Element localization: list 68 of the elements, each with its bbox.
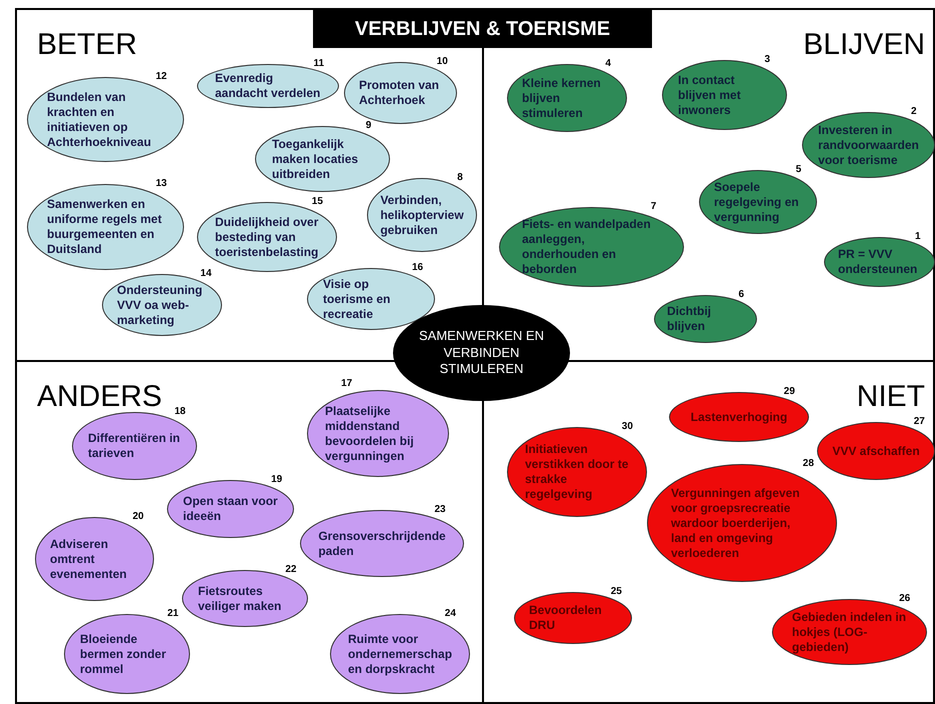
idea-text: Open staan voor ideeën	[183, 494, 278, 524]
number-label: 3	[764, 54, 770, 65]
number-label: 8	[457, 172, 463, 183]
number-label: 2	[911, 106, 917, 117]
number-label: 1	[915, 231, 921, 242]
number-label: 24	[444, 608, 456, 619]
number-label: 9	[366, 120, 372, 131]
number-label: 21	[167, 608, 178, 619]
idea-text: Soepele regelgeving en vergunning	[714, 180, 800, 224]
number-label: 17	[341, 378, 352, 389]
idea-text: Kleine kernen blijven stimuleren	[522, 76, 602, 120]
idea-text: Ruimte voor ondernemerschap en dorpskracht	[348, 632, 452, 676]
number-label: 4	[605, 58, 611, 69]
idea-text: Verbinden, helikopterview gebruiken	[380, 192, 464, 238]
number-label: 25	[610, 586, 622, 597]
number-label: 28	[802, 458, 814, 469]
number-label: 6	[738, 289, 744, 300]
number-label: 18	[174, 406, 186, 417]
idea-text: Evenredig aandacht verdelen	[215, 71, 321, 101]
center-text: SAMENWERKEN EN VERBINDEN	[418, 328, 545, 362]
number-label: 29	[784, 386, 795, 397]
idea-text: Bundelen van krachten en initiatieven op Achterhoekniveau	[47, 90, 152, 150]
idea-text: Ondersteuning VVV oa web-marketing	[117, 282, 204, 328]
quadrant-heading: BLIJVEN	[803, 30, 925, 60]
quadrant-heading: ANDERS	[37, 382, 162, 412]
idea-text: Bloeiende bermen zonder rommel	[80, 632, 168, 676]
number-label: 14	[200, 268, 212, 279]
idea-text: Dichtbij blijven	[667, 304, 712, 334]
idea-text: Gebieden indelen in hokjes (LOG-gebieden)	[792, 610, 907, 654]
idea-text: Fietsroutes veiliger maken	[198, 584, 282, 614]
number-label: 16	[412, 262, 424, 273]
idea-text: Visie op toerisme en recreatie	[323, 276, 392, 322]
idea-text: Toegankelijk maken locaties uitbreiden	[272, 136, 360, 182]
title-banner: VERBLIJVEN & TOERISME	[313, 10, 652, 48]
idea-text: Bevoordelen DRU	[529, 603, 603, 633]
number-label: 22	[285, 564, 296, 575]
number-label: 12	[156, 71, 167, 82]
number-label: 15	[312, 196, 323, 207]
center-text: STIMULEREN	[440, 361, 524, 378]
number-label: 27	[914, 416, 925, 427]
idea-text: Grensoverschrijdende paden	[318, 528, 446, 558]
idea-text: Adviseren omtrent evenementen	[50, 536, 128, 582]
idea-text: Lastenverhoging	[690, 410, 788, 424]
number-label: 19	[271, 474, 282, 485]
idea-text: In contact blijven met inwoners	[678, 72, 742, 118]
idea-text: Initiatieven verstikken door te strakke regelgeving	[525, 442, 629, 502]
number-label: 13	[156, 178, 167, 189]
number-label: 30	[622, 421, 633, 432]
idea-text: Investeren in randvoorwaarden voor toerisme	[818, 122, 919, 168]
number-label: 20	[132, 511, 144, 522]
idea-text: Fiets- en wandelpaden aanleggen, onderhouden en beborden	[522, 217, 652, 277]
idea-text: VVV afschaffen	[832, 444, 920, 458]
idea-text: Vergunningen afgeven voor groepsrecreatie wardoor boerderijen, land en omgeving verloederen	[671, 486, 801, 560]
idea-text: Promoten van Achterhoek	[359, 78, 440, 108]
idea-text: Duidelijkheid over besteding van toeristenbelasting	[215, 214, 319, 260]
idea-ellipse	[824, 237, 935, 287]
number-label: 7	[650, 201, 656, 212]
number-label: 10	[436, 56, 448, 67]
number-label: 5	[796, 164, 802, 175]
quadrant-heading: NIET	[856, 382, 925, 412]
idea-text: Samenwerken en uniforme regels met buurgemeenten en Duitsland	[47, 197, 163, 257]
idea-text: Differentiëren in tarieven	[88, 431, 181, 461]
idea-text: PR = VVV ondersteunen	[838, 247, 918, 277]
number-label: 11	[313, 58, 324, 69]
number-label: 23	[434, 504, 446, 515]
quadrant-heading: BETER	[37, 30, 138, 60]
idea-text: Plaatselijke middenstand bevoordelen bij vergunningen	[325, 404, 415, 464]
number-label: 26	[899, 593, 910, 604]
